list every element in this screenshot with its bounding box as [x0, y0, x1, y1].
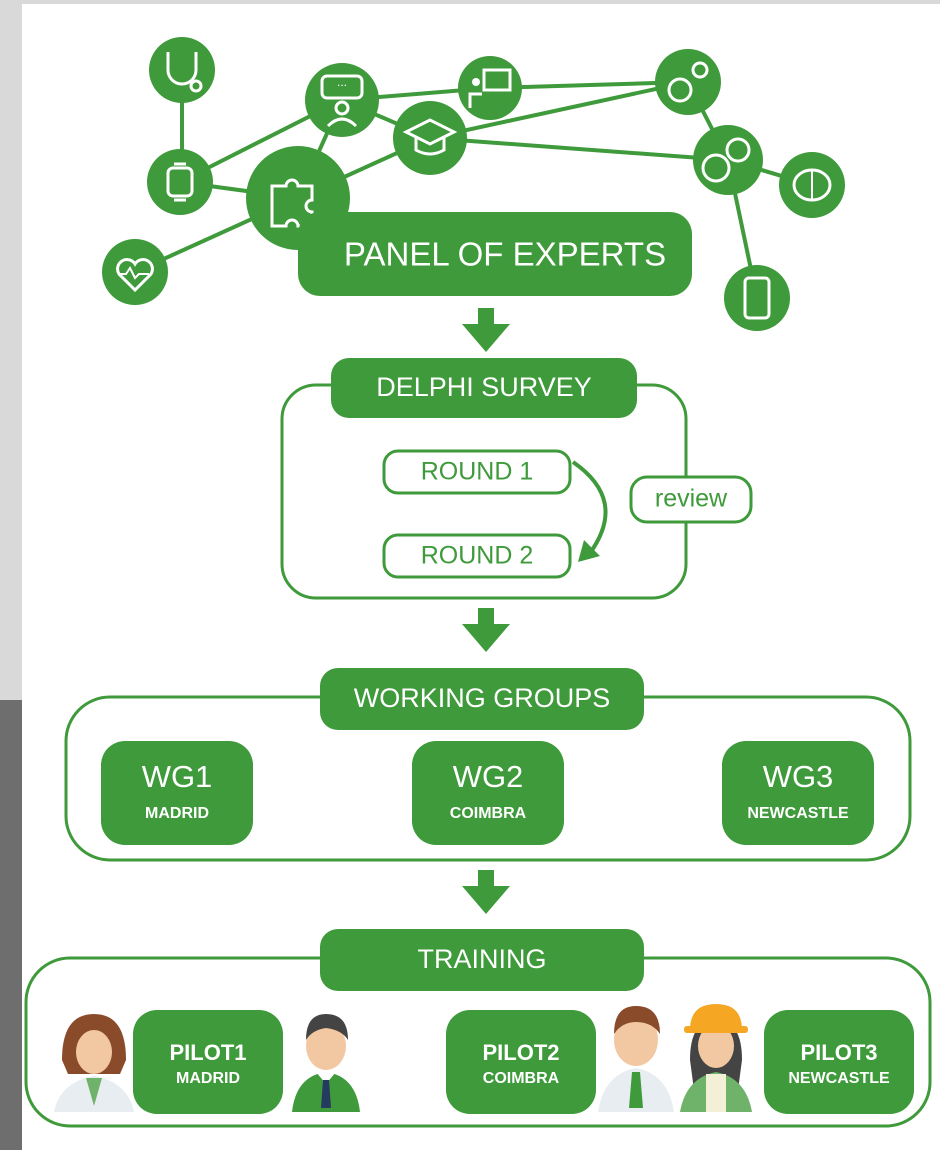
- gears-icon: [655, 49, 721, 115]
- delphi-survey-label: DELPHI SURVEY: [376, 372, 592, 402]
- down-arrow-icon: [462, 608, 510, 652]
- down-arrow-icon: [462, 308, 510, 352]
- pilot3-city: NEWCASTLE: [788, 1070, 890, 1087]
- training-label: TRAINING: [417, 944, 546, 974]
- svg-text:...: ...: [337, 75, 347, 89]
- doctor-avatar: [54, 1014, 134, 1112]
- wg1-box: [101, 741, 253, 845]
- left-dark-strip: [0, 700, 22, 1150]
- pilot2-id: PILOT2: [482, 1040, 559, 1065]
- pilot3-box: [764, 1010, 914, 1114]
- wg3-city: NEWCASTLE: [747, 805, 849, 822]
- wg3-box: [722, 741, 874, 845]
- round-2-label: ROUND 2: [421, 542, 534, 570]
- working-groups-label: WORKING GROUPS: [354, 683, 611, 713]
- pilot1-id: PILOT1: [169, 1040, 246, 1065]
- pilot2-box: [446, 1010, 596, 1114]
- wg2-box: [412, 741, 564, 845]
- businessman-avatar: [292, 1014, 360, 1112]
- pilot1-box: [133, 1010, 283, 1114]
- pills-icon: [693, 125, 763, 195]
- top-gray-border: [0, 0, 940, 4]
- wg2-id: WG2: [453, 759, 524, 794]
- wg1-id: WG1: [142, 759, 213, 794]
- smartphone-icon: [724, 265, 790, 331]
- working-groups-header: [320, 668, 644, 730]
- pilot3-id: PILOT3: [800, 1040, 877, 1065]
- round-1-box: [382, 449, 572, 495]
- panel-of-experts-box: [298, 212, 692, 296]
- presentation-icon: [458, 56, 522, 120]
- engineer-avatar: [680, 1004, 752, 1112]
- review-cycle-arrow: [571, 460, 608, 562]
- pilot1-city: MADRID: [176, 1070, 240, 1087]
- heartbeat-icon: [102, 239, 168, 305]
- down-arrow-icon: [462, 870, 510, 914]
- stethoscope-icon: [149, 37, 215, 103]
- round-2-box: [382, 533, 572, 579]
- brain-icon: [779, 152, 845, 218]
- speech-person-icon: ...: [305, 63, 379, 137]
- graduation-cap-icon: [393, 101, 467, 175]
- left-gray-strip: [0, 0, 22, 700]
- panel-label: PANEL OF EXPERTS: [344, 236, 666, 273]
- round-1-label: ROUND 1: [421, 458, 534, 486]
- delphi-survey-header: [331, 358, 637, 418]
- wg3-id: WG3: [763, 759, 834, 794]
- training-header: [320, 929, 644, 991]
- review-box: [629, 475, 753, 524]
- review-label: review: [655, 485, 728, 513]
- worker-avatar: [598, 1006, 674, 1112]
- wg2-city: COIMBRA: [450, 805, 527, 822]
- smartwatch-icon: [147, 149, 213, 215]
- pilot2-city: COIMBRA: [483, 1070, 560, 1087]
- wg1-city: MADRID: [145, 805, 209, 822]
